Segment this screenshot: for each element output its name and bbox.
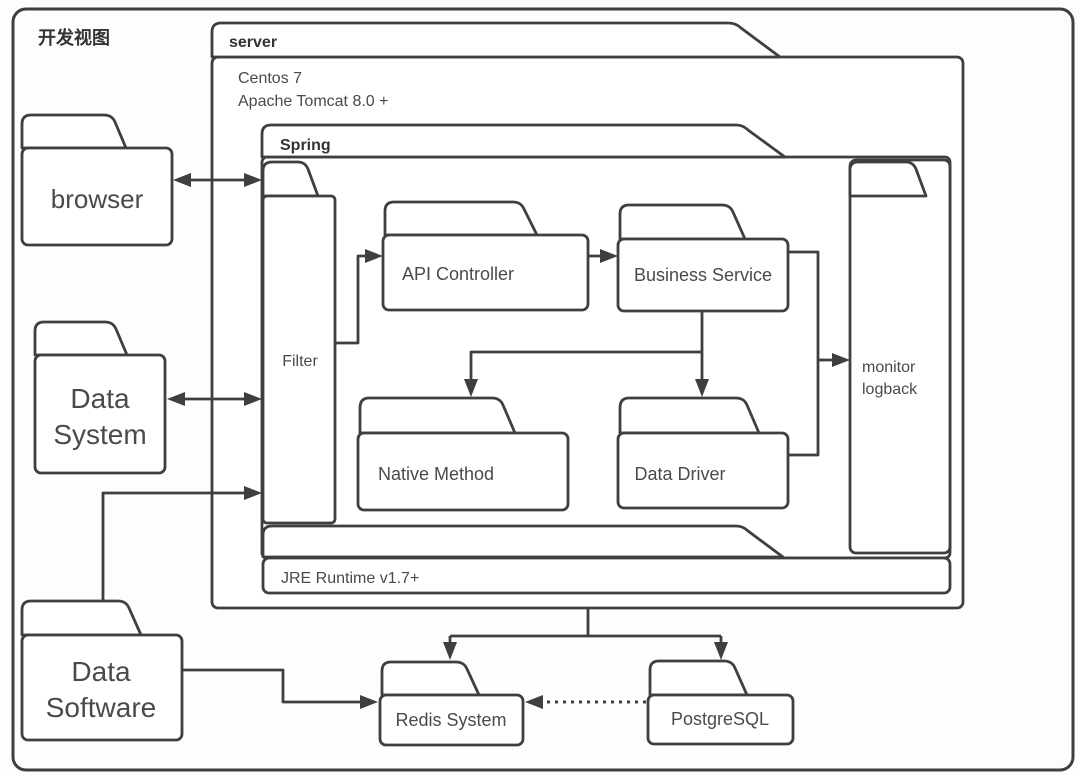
data-system-label-line2: System (53, 419, 146, 450)
data-system-body (33, 353, 167, 475)
edge-data-software-redis (182, 668, 378, 709)
postgresql-label: PostgreSQL (671, 709, 769, 729)
postgresql-node: PostgreSQL (646, 659, 795, 746)
edge-filter-api-controller (335, 249, 383, 345)
jre-runtime-package: JRE Runtime v1.7+ (261, 524, 952, 595)
edge-browser-filter (173, 173, 262, 187)
native-method-tab (358, 396, 517, 435)
edge-business-service-native-method (464, 350, 702, 397)
edge-data-software-filter (101, 486, 262, 601)
arrowhead (464, 379, 478, 397)
browser-tab (20, 113, 128, 150)
data-driver-label: Data Driver (634, 464, 725, 484)
api-controller-tab (383, 200, 539, 237)
server-runtime-text: Apache Tomcat 8.0 + (238, 93, 388, 110)
server-label: server (229, 34, 277, 51)
edge-to-monitor-logback (788, 250, 850, 457)
arrowhead-left (173, 173, 191, 187)
api-controller-label: API Controller (402, 264, 514, 284)
postgresql-body (646, 693, 795, 746)
redis-system-tab (380, 660, 481, 697)
business-service-label: Business Service (634, 265, 772, 285)
redis-system-body (378, 693, 525, 747)
data-system-node: Data System (33, 320, 167, 475)
monitor-logback-tab (848, 160, 928, 198)
data-software-label-line1: Data (71, 656, 131, 687)
jre-runtime-tab (261, 524, 785, 559)
data-software-tab (20, 599, 143, 637)
api-controller-body (381, 233, 590, 312)
server-package-tab (210, 21, 782, 59)
arrowhead (525, 695, 543, 709)
arrowhead (832, 353, 850, 367)
spring-label: Spring (280, 137, 331, 154)
data-software-node: Data Software (20, 599, 184, 742)
arrowhead (360, 695, 378, 709)
server-os-text: Centos 7 (238, 70, 302, 87)
arrowhead-postgresql (714, 642, 728, 660)
native-method-label: Native Method (378, 464, 494, 484)
redis-system-node: Redis System (378, 660, 525, 747)
filter-tab (261, 160, 320, 198)
browser-body (20, 146, 174, 247)
arrowhead-redis (443, 642, 457, 660)
jre-runtime-label: JRE Runtime v1.7+ (281, 570, 419, 587)
api-controller-node: API Controller (381, 200, 590, 312)
arrowhead-right (244, 173, 262, 187)
monitor-logback-node: monitor logback (848, 158, 952, 555)
business-service-node: Business Service (616, 203, 790, 313)
edge-business-service-data-driver (695, 311, 709, 397)
edge-data-system-filter (167, 392, 262, 406)
arrowhead (695, 379, 709, 397)
arrowhead (365, 249, 383, 263)
data-driver-tab (618, 396, 761, 435)
monitor-label-line1: monitor (862, 359, 916, 376)
data-driver-body (616, 431, 790, 510)
edge-server-datastores (443, 608, 728, 660)
arrowhead (244, 486, 262, 500)
arrowhead (600, 249, 618, 263)
data-system-label-line1: Data (70, 383, 130, 414)
data-software-label-line2: Software (46, 692, 157, 723)
native-method-body (356, 431, 570, 512)
business-service-tab (618, 203, 747, 241)
monitor-label-line2: logback (862, 381, 918, 398)
diagram-title: 开发视图 (38, 27, 110, 48)
browser-node: browser (20, 113, 174, 247)
data-driver-node: Data Driver (616, 396, 790, 510)
spring-package-tab (260, 123, 787, 159)
postgresql-tab (648, 659, 749, 697)
monitor-logback-body (848, 158, 952, 555)
jre-runtime-body (261, 556, 952, 595)
edge-api-controller-business-service (588, 249, 618, 263)
arrowhead-left (167, 392, 185, 406)
diagram-outer-frame (11, 7, 1075, 772)
native-method-node: Native Method (356, 396, 570, 512)
data-system-tab (33, 320, 129, 357)
filter-body (261, 194, 337, 525)
filter-label: Filter (282, 353, 318, 370)
browser-label: browser (51, 184, 144, 214)
connectors (101, 173, 850, 709)
filter-node: Filter (261, 160, 337, 525)
data-software-body (20, 633, 184, 742)
edge-postgresql-redis-dotted (525, 695, 646, 709)
redis-system-label: Redis System (395, 710, 506, 730)
arrowhead-right (244, 392, 262, 406)
